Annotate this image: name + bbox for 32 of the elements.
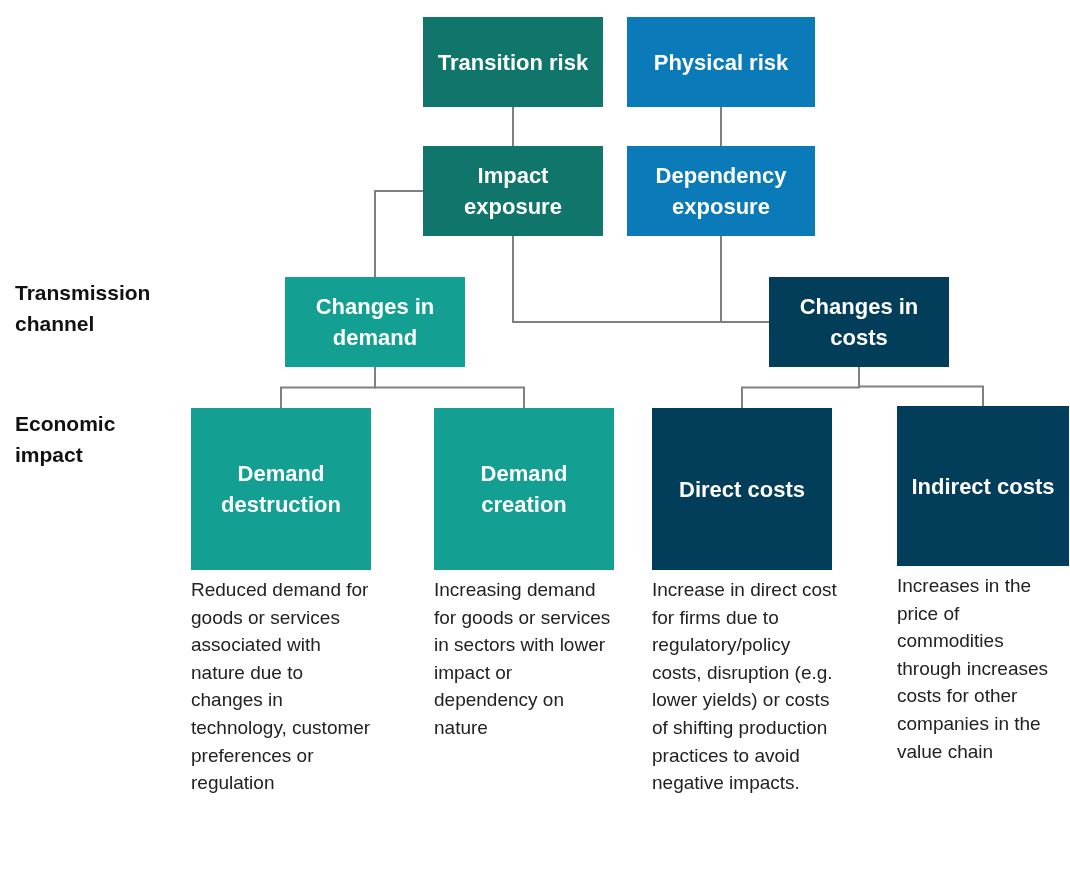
- row-label: Transmission channel: [15, 280, 152, 337]
- connector-line: [720, 106, 722, 147]
- category-box: [423, 146, 603, 236]
- box-title: Changes in demand: [314, 293, 436, 352]
- category-box: [652, 408, 832, 570]
- category-box: [627, 146, 815, 236]
- category-box: [285, 277, 465, 367]
- connector-line: [512, 106, 514, 147]
- box-title: Physical risk: [653, 48, 789, 77]
- description-text: Increases in the price of commodities through increases costs for other companies in the value chain: [897, 574, 1050, 764]
- box-title: Indirect costs: [911, 472, 1055, 501]
- description-text: Increasing demand for goods or services in sectors with lower impact or dependency on nature: [434, 578, 612, 740]
- box-title: Direct costs: [679, 475, 805, 504]
- connector-line: [374, 366, 525, 409]
- description-text: Reduced demand for goods or services associated with nature due to changes in technology, customer preferences or regulation: [191, 578, 371, 796]
- connector-line: [374, 190, 424, 278]
- row-label: Economic impact: [15, 411, 117, 468]
- category-box: [191, 408, 371, 570]
- connector-line: [858, 366, 984, 407]
- category-box: [423, 17, 603, 107]
- box-title: Dependency exposure: [654, 162, 788, 221]
- category-box: [434, 408, 614, 570]
- category-box: [769, 277, 949, 367]
- box-title: Demand destruction: [220, 460, 342, 519]
- box-title: Transition risk: [437, 48, 589, 77]
- category-box: [627, 17, 815, 107]
- box-title: Changes in costs: [798, 293, 920, 352]
- category-box: [897, 406, 1069, 566]
- box-title: Demand creation: [479, 460, 569, 519]
- connector-line: [720, 235, 770, 323]
- box-title: Impact exposure: [463, 162, 563, 221]
- description-text: Increase in direct cost for firms due to regulatory/policy costs, disruption (e.g. lower yields) or costs of shifting production practices to avoid negative impacts.: [652, 578, 838, 796]
